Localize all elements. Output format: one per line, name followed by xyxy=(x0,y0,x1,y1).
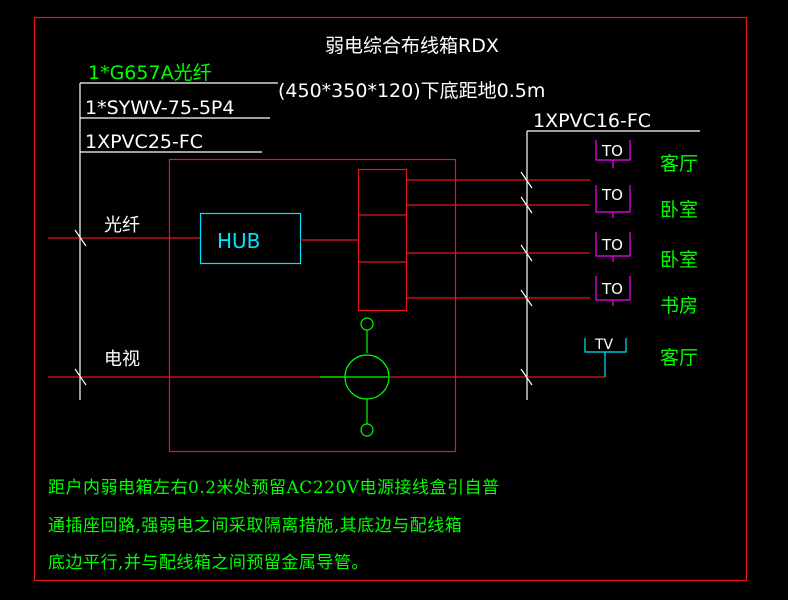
note-line-1: 距户内弱电箱左右0.2米处预留AC220V电源接线盒引自普 xyxy=(48,478,500,498)
outlet-2: TO 卧室 xyxy=(595,185,698,221)
outlet-3-room: 卧室 xyxy=(660,249,698,271)
hub-label: HUB xyxy=(217,229,260,253)
hub-box xyxy=(199,212,302,265)
outlet-1-code: TO xyxy=(601,142,623,160)
outlet-1-room: 客厅 xyxy=(660,153,698,175)
outlet-3-symbol xyxy=(595,232,631,262)
outlet-4-symbol xyxy=(595,276,631,306)
note-line-3: 底边平行,并与配线箱之间预留金属导管。 xyxy=(48,553,369,573)
outgoing-conduit-label: 1XPVC16-FC xyxy=(533,110,651,132)
outlet-3: TO 卧室 xyxy=(595,232,698,271)
outlet-tv-code: TV xyxy=(594,337,614,353)
outlet-3-code: TO xyxy=(601,236,623,254)
tv-splitter xyxy=(320,317,390,437)
outlet-4-room: 书房 xyxy=(660,295,698,317)
outgoing-leader-lines xyxy=(526,130,700,400)
outlet-2-code: TO xyxy=(601,186,623,204)
cable-label-conduit: 1XPVC25-FC xyxy=(85,131,203,153)
incoming-leader-lines xyxy=(79,82,278,400)
outlet-2-room: 卧室 xyxy=(660,199,698,221)
box-title: 弱电综合布线箱RDX xyxy=(325,35,499,57)
signal-lines xyxy=(48,179,605,378)
distribution-box xyxy=(168,158,457,453)
note-line-2: 通插座回路,强弱电之间采取隔离措施,其底边与配线箱 xyxy=(48,516,463,536)
box-subtitle: (450*350*120)下底距地0.5m xyxy=(278,80,545,102)
outlet-tv-room: 客厅 xyxy=(660,347,698,369)
outlet-tv: TV 客厅 xyxy=(584,337,698,377)
outlet-1: TO 客厅 xyxy=(595,140,698,175)
outlet-4: TO 书房 xyxy=(595,276,698,317)
input-label-tv: 电视 xyxy=(104,349,140,370)
patch-panel xyxy=(357,168,408,312)
outlet-tv-symbol xyxy=(584,338,627,377)
outlet-4-code: TO xyxy=(601,280,623,298)
drawing-frame xyxy=(33,16,748,582)
cable-label-fiber: 1*G657A光纤 xyxy=(88,62,212,84)
input-label-fiber: 光纤 xyxy=(104,215,140,236)
cable-ticks xyxy=(74,171,533,386)
outlet-2-symbol xyxy=(595,185,631,218)
outlet-1-symbol xyxy=(595,140,631,168)
cable-label-coax: 1*SYWV-75-5P4 xyxy=(85,97,234,119)
